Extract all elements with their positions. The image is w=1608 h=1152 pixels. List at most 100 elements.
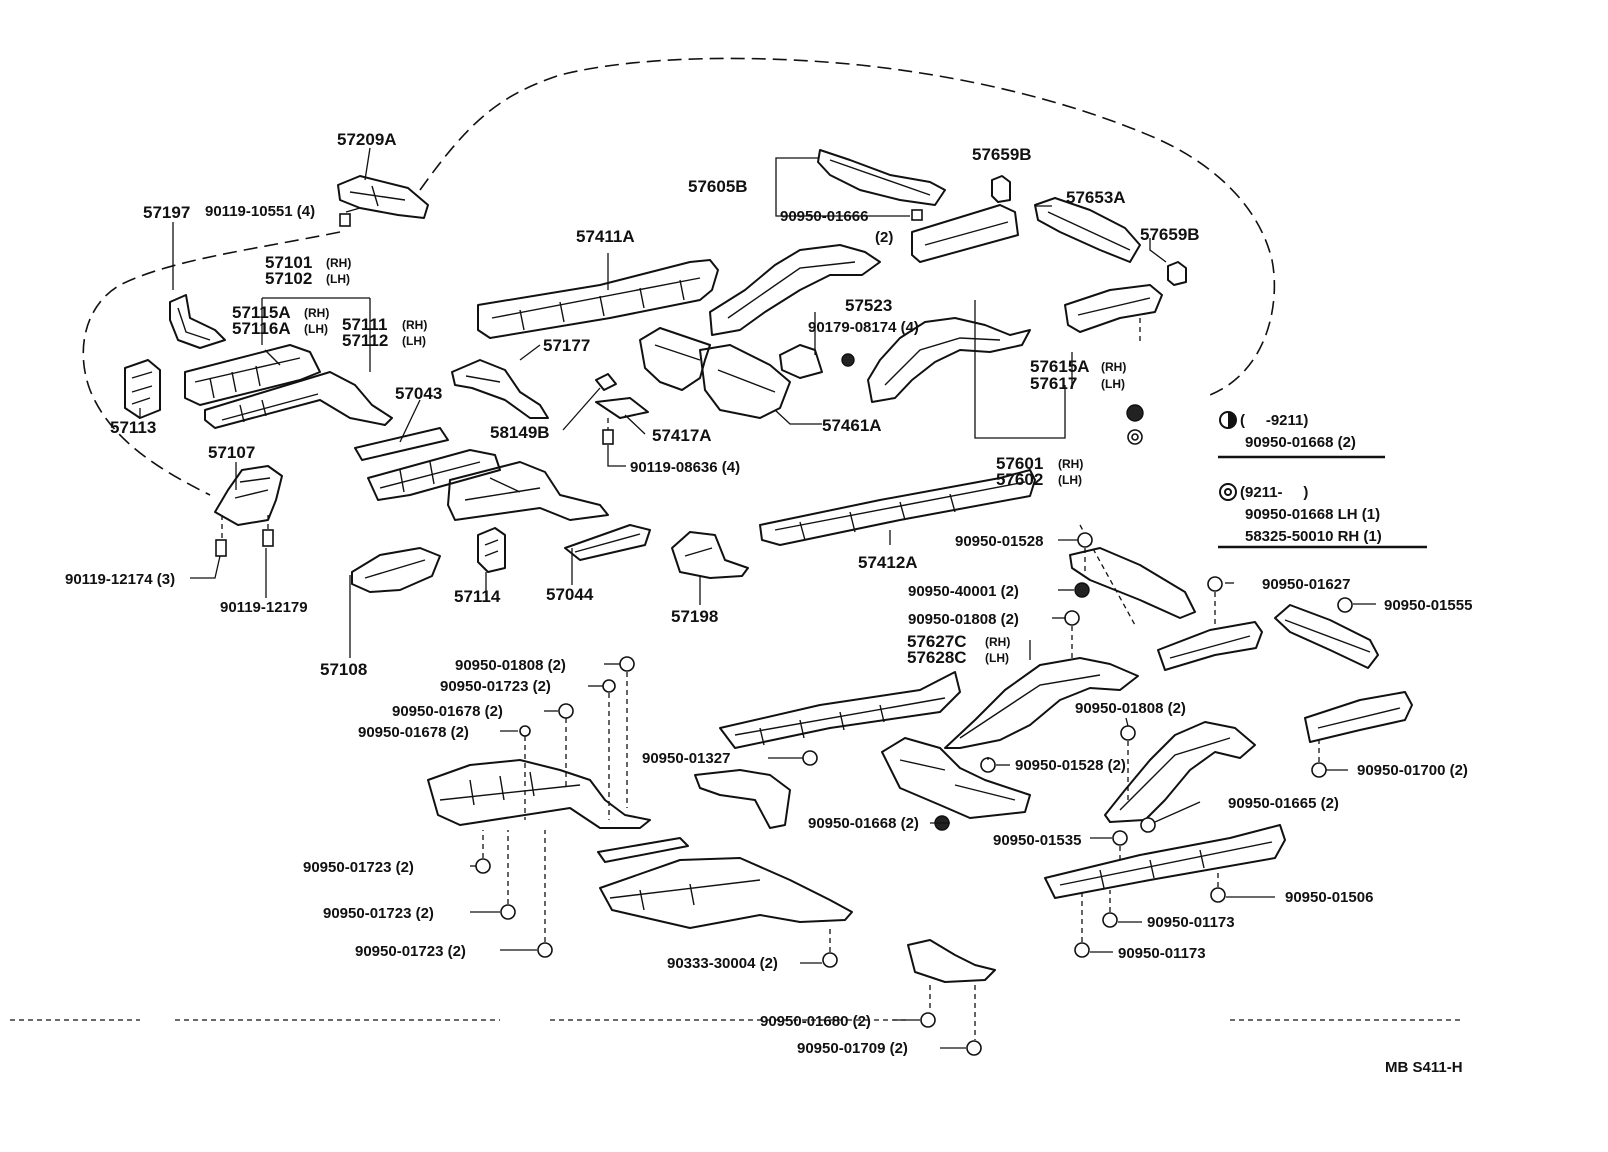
- ring-circle-icon: [1219, 483, 1237, 501]
- part-57412A-drawing: [759, 469, 1036, 546]
- label-90950-01680: 90950-01680 (2): [760, 1013, 871, 1030]
- label-57209A: 57209A: [337, 130, 397, 149]
- vehicle-body-outline: [419, 57, 1276, 396]
- label-57102-side: (LH): [326, 272, 350, 286]
- legend-half-part: 90950-01668 (2): [1245, 434, 1356, 451]
- part-right-arch-drawing: [1104, 721, 1256, 823]
- label-90950-01808-a: 90950-01808 (2): [908, 611, 1019, 628]
- label-57617: 57617: [1030, 374, 1077, 393]
- half-filled-circle-icon: [1219, 411, 1237, 429]
- part-lower-rear-bracket-drawing: [907, 939, 996, 1040]
- legend-ring-part-lh: 90950-01668 LH (1): [1245, 506, 1380, 523]
- label-57112-side: (LH): [402, 334, 426, 348]
- label-90950-01709: 90950-01709 (2): [797, 1040, 908, 1057]
- part-lower-arch-drawing: [944, 657, 1139, 749]
- label-57113: 57113: [110, 418, 156, 437]
- label-57602: 57602: [996, 470, 1043, 489]
- label-57461A: 57461A: [822, 416, 882, 435]
- label-90950-01173-b: 90950-01173: [1118, 945, 1206, 962]
- label-57114: 57114: [454, 587, 501, 606]
- part-57115A-drawing: [184, 344, 393, 429]
- label-57653A: 57653A: [1066, 188, 1126, 207]
- part-57113-drawing: [124, 359, 161, 419]
- part-57461A-drawing: [639, 327, 791, 419]
- part-57659B-a-drawing: [991, 175, 1011, 203]
- label-90119-12174: 90119-12174 (3): [65, 571, 175, 588]
- part-57653A-drawing: [1034, 197, 1141, 263]
- label-57627C: 57627C: [907, 632, 967, 651]
- label-57112: 57112: [342, 331, 388, 350]
- label-57115A-side: (RH): [304, 306, 329, 320]
- label-57197: 57197: [143, 203, 190, 222]
- part-57198-drawing: [671, 531, 749, 579]
- label-57177: 57177: [543, 336, 590, 355]
- label-57115A: 57115A: [232, 303, 291, 322]
- label-57412A: 57412A: [858, 553, 918, 572]
- part-57197-drawing: [169, 294, 226, 349]
- fasteners: [475, 404, 1353, 1056]
- part-right-member-c-drawing: [1304, 691, 1413, 743]
- label-57411A: 57411A: [576, 227, 635, 246]
- label-90950-01808-c: 90950-01808 (2): [455, 657, 566, 674]
- part-57114-drawing: [477, 527, 506, 573]
- label-57417A: 57417A: [652, 426, 712, 445]
- part-right-rocker-drawing: [1044, 824, 1286, 899]
- label-57601: 57601: [996, 454, 1043, 473]
- part-57659B-b-drawing: [1167, 261, 1187, 286]
- label-90950-01723-d: 90950-01723 (2): [355, 943, 466, 960]
- label-57659B-b: 57659B: [1140, 225, 1200, 244]
- part-wheel-arch-drawing: [867, 317, 1031, 403]
- label-90950-01327: 90950-01327: [642, 750, 730, 767]
- part-57177-drawing: [451, 359, 549, 419]
- label-90950-01678-a: 90950-01678 (2): [392, 703, 503, 720]
- legend-ring-label: (9211- ): [1240, 484, 1308, 501]
- label-90179-08174: 90179-08174 (4): [808, 319, 919, 336]
- label-90950-01555: 90950-01555: [1384, 597, 1472, 614]
- label-90119-12179: 90119-12179: [220, 599, 308, 616]
- part-lower-left-assembly-drawing: [427, 759, 651, 829]
- part-lower-left-member-drawing: [597, 837, 853, 929]
- part-57044-drawing: [564, 524, 651, 561]
- label-90950-01535: 90950-01535: [993, 832, 1081, 849]
- vehicle-body-outline-front: [82, 231, 341, 496]
- label-57617-side: (LH): [1101, 377, 1125, 391]
- label-58149B: 58149B: [490, 423, 550, 442]
- label-90950-01723-c: 90950-01723 (2): [323, 905, 434, 922]
- part-floor-member-drawing: [367, 449, 609, 521]
- part-right-member-b-drawing: [1274, 604, 1379, 669]
- label-90950-01723-b: 90950-01723 (2): [303, 859, 414, 876]
- label-90950-01668: 90950-01668 (2): [808, 815, 919, 832]
- label-57101: 57101: [265, 253, 312, 272]
- label-57615A-side: (RH): [1101, 360, 1126, 374]
- part-right-member-a-drawing: [1157, 621, 1263, 671]
- label-57102: 57102: [265, 269, 312, 288]
- part-57605B-drawing: [817, 149, 946, 221]
- label-57116A: 57116A: [232, 319, 291, 338]
- diagram-id: MB S411-H: [1385, 1059, 1463, 1076]
- label-90950-01666: 90950-01666: [780, 208, 868, 225]
- label-57627C-side: (RH): [985, 635, 1010, 649]
- label-90119-10551: 90119-10551 (4): [205, 203, 315, 220]
- label-90950-01723-a: 90950-01723 (2): [440, 678, 551, 695]
- label-57111: 57111: [342, 315, 387, 334]
- part-lower-bracket-drawing: [694, 769, 791, 829]
- leader-lines: [139, 147, 1376, 1049]
- label-90950-01528-a: 90950-01528: [955, 533, 1043, 550]
- label-57601-side: (RH): [1058, 457, 1083, 471]
- label-90333-30004: 90333-30004 (2): [667, 955, 778, 972]
- label-90950-01666-qty: (2): [875, 229, 893, 246]
- label-90950-01678-b: 90950-01678 (2): [358, 724, 469, 741]
- label-57602-side: (LH): [1058, 473, 1082, 487]
- label-57523: 57523: [845, 296, 892, 315]
- label-57107: 57107: [208, 443, 255, 462]
- label-57108: 57108: [320, 660, 367, 679]
- label-57111-side: (RH): [402, 318, 427, 332]
- label-57043: 57043: [395, 384, 442, 403]
- label-57198: 57198: [671, 607, 718, 626]
- label-57628C: 57628C: [907, 648, 967, 667]
- legend-ring-part-rh: 58325-50010 RH (1): [1245, 528, 1382, 545]
- legend-half-label: ( -9211): [1240, 412, 1308, 429]
- label-90950-40001: 90950-40001 (2): [908, 583, 1019, 600]
- label-90950-01506: 90950-01506: [1285, 889, 1373, 906]
- part-57523-drawing: [779, 344, 855, 379]
